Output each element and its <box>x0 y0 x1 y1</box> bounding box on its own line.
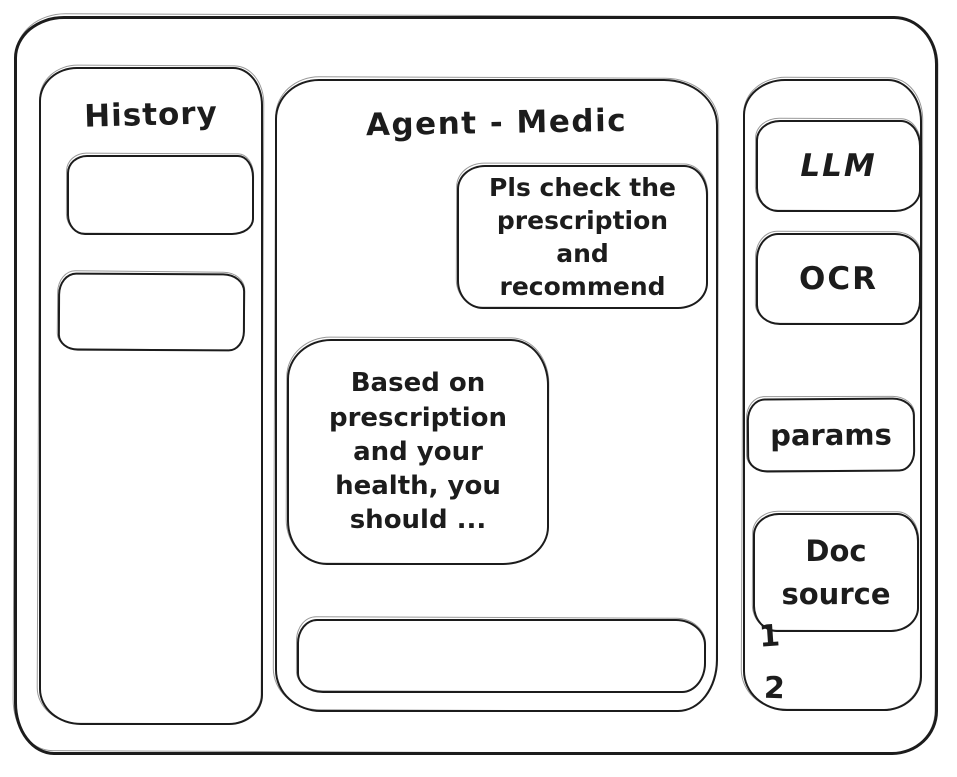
tool-ocr-button[interactable]: OCR <box>756 233 921 325</box>
user-message-bubble: Pls check the prescription and recommend <box>457 165 708 309</box>
tool-ocr-label: OCR <box>799 261 878 297</box>
assistant-message-bubble: Based on prescription and your health, y… <box>287 339 549 565</box>
doc-source-item-1: 1 <box>757 618 782 655</box>
doc-source-label: Doc source <box>781 534 891 611</box>
doc-source-button[interactable]: Doc source <box>753 513 919 632</box>
user-message-text: Pls check the prescription and recommend <box>489 173 676 301</box>
chat-panel: Agent - Medic Pls check the prescription… <box>275 79 718 712</box>
history-item[interactable] <box>67 155 254 235</box>
tool-llm-label: LLM <box>800 148 877 184</box>
history-sidebar: History <box>39 67 263 725</box>
history-item[interactable] <box>57 272 246 352</box>
app-window-frame: History Agent - Medic Pls check the pres… <box>14 16 938 755</box>
assistant-message-text: Based on prescription and your health, y… <box>328 368 507 536</box>
history-title: History <box>83 95 219 135</box>
tools-sidebar: LLM OCR params Doc source 1 2 <box>743 79 922 711</box>
message-input-bar[interactable] <box>297 619 706 693</box>
tool-llm-button[interactable]: LLM <box>756 120 921 212</box>
doc-source-item-2: 2 <box>763 670 786 707</box>
params-button[interactable]: params <box>746 397 916 473</box>
chat-panel-title: Agent - Medic <box>365 102 628 144</box>
params-label: params <box>770 417 892 453</box>
message-input[interactable] <box>299 621 704 691</box>
